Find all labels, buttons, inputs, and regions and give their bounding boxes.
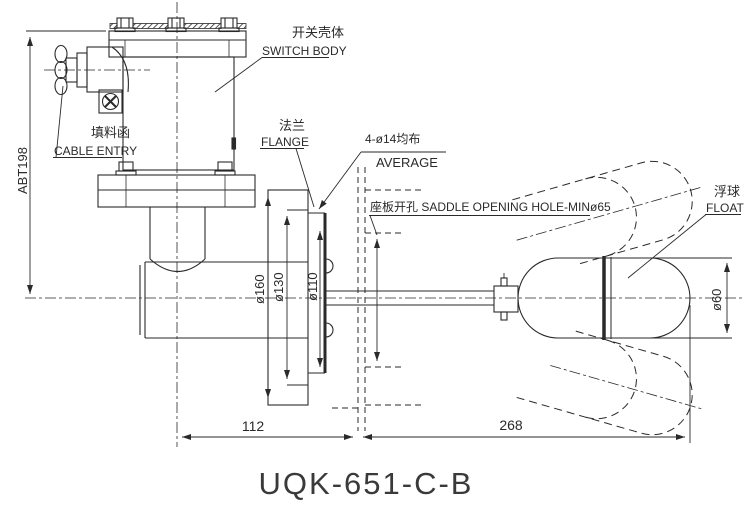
leader-lines	[53, 57, 741, 279]
shell-mark	[231, 137, 237, 150]
leader-saddle	[369, 215, 378, 236]
bolt-bump	[325, 258, 334, 274]
base-flange	[97, 174, 256, 208]
base-bolt	[214, 161, 236, 176]
boss-curve	[111, 46, 129, 93]
switch-body	[97, 17, 308, 339]
rod-connector	[493, 273, 519, 321]
dim-text-268: 268	[499, 417, 523, 433]
gland-boss	[86, 46, 124, 93]
cover-bolt	[165, 17, 187, 33]
cover-bolt	[218, 17, 240, 33]
label-cable-entry-en: CABLE ENTRY	[54, 144, 137, 158]
dim-text-height: ABT198	[15, 147, 30, 194]
body-shell	[122, 56, 235, 171]
dimension-lines	[26, 30, 732, 443]
gland-knurl	[54, 76, 68, 96]
leader-cable-entry	[55, 85, 64, 158]
dim-text-160: ø160	[252, 274, 267, 304]
screw-head	[98, 89, 123, 114]
base-bolts	[115, 161, 236, 207]
dim-text-130: ø130	[271, 272, 286, 302]
annotations: 开关壳体 SWITCH BODY 填料函 CABLE ENTRY 法兰 FLAN…	[15, 25, 744, 501]
leader-bolt-holes	[318, 151, 362, 210]
label-cable-entry-cn: 填料函	[91, 125, 130, 140]
label-average: AVERAGE	[376, 155, 438, 170]
dim-text-60: ø60	[709, 289, 724, 311]
label-flange-cn: 法兰	[279, 118, 305, 133]
gasket-strip	[183, 23, 222, 29]
cover-bolt	[114, 17, 136, 33]
cable-entry-gland	[54, 44, 129, 114]
top-cover	[108, 30, 247, 58]
arm-tube	[139, 261, 308, 339]
drawing-title: UQK-651-C-B	[259, 466, 474, 501]
label-float-en: FLOAT	[706, 201, 744, 215]
centerlines	[25, 2, 742, 447]
dim-text-110: ø110	[305, 272, 320, 301]
gland-knurl	[54, 60, 68, 80]
label-flange-en: FLANGE	[261, 135, 309, 149]
label-switch-body-en: SWITCH BODY	[262, 44, 347, 58]
dim-text-112: 112	[242, 418, 265, 434]
neck	[149, 207, 206, 272]
label-bolt-holes: 4-ø14均布	[365, 132, 420, 146]
cover-bolts	[114, 17, 240, 57]
saddle-plate-hidden	[332, 167, 424, 431]
leader-switch-body	[214, 57, 263, 93]
leader-float	[627, 214, 707, 279]
bolt-bump	[325, 322, 334, 338]
label-saddle-opening: 座板开孔 SADDLE OPENING HOLE-MINø65	[370, 199, 611, 214]
gasket-strip	[132, 23, 169, 29]
base-bolt	[115, 161, 137, 176]
elbow-curve	[149, 258, 206, 272]
leader-flange	[295, 148, 315, 208]
label-float-cn: 浮球	[714, 184, 740, 199]
gland-knurl	[54, 44, 68, 64]
label-switch-body-cn: 开关壳体	[292, 25, 344, 40]
